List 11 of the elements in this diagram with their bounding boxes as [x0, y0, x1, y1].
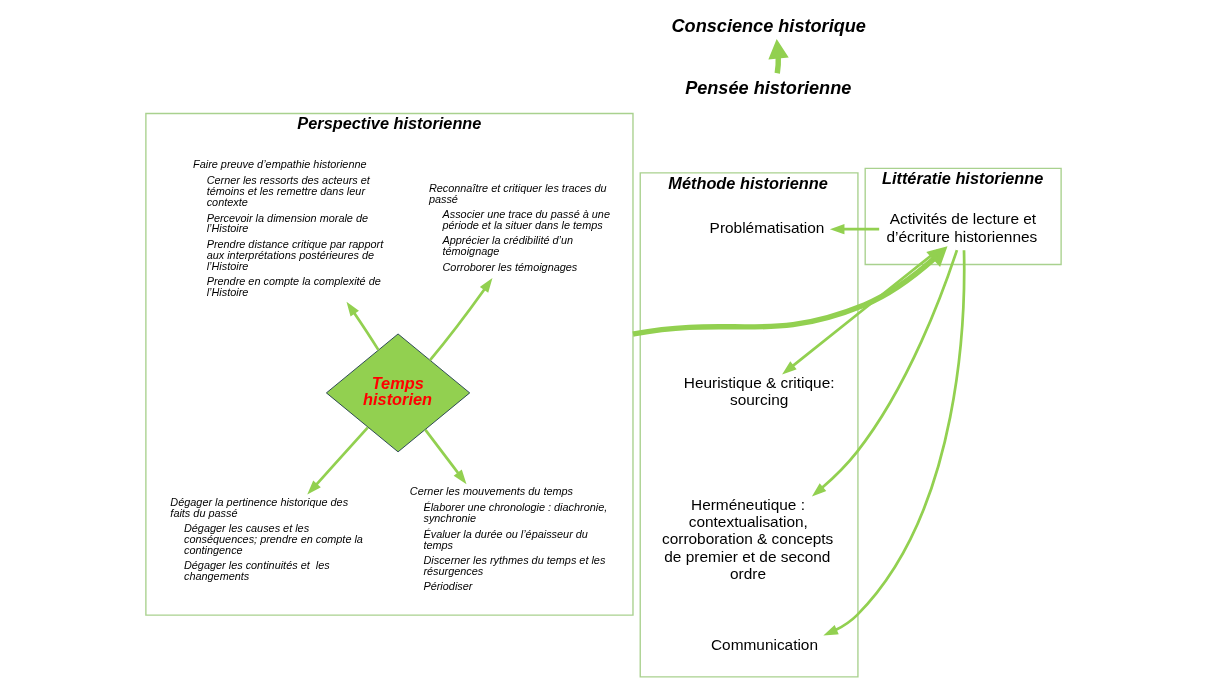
node-text: Activités de lecture et d’écriture historiennes	[886, 210, 1038, 245]
node-text: Communication	[710, 635, 819, 653]
node-text: Reconnaître et critiquer les traces du passé Associer une trace du passé à une période et la situer dans le temps Apprécier la crédibilité d’un témoignage Corroborer les témoignages	[428, 181, 610, 273]
node-text: Cerner les mouvements du temps Élaborer une chronologie : diachronie, synchronie Évaluer la durée ou l’épaisseur du temps Discerner les rythmes du temps et les résurgences Périodiser	[409, 485, 608, 593]
node-text: Dégager la pertinence historique des faits du passé Dégager les causes et les conséquences; prendre en compte la contingence Dégager les continuités et les changements	[170, 495, 363, 583]
node-text: Problématisation	[709, 218, 825, 236]
node-text: Conscience historique	[671, 15, 866, 36]
node-text: Heuristique & critique: sourcing	[683, 374, 835, 409]
node-text: Faire preuve d’empathie historienne Cerner les ressorts des acteurs et témoins et les remettre dans leur contexte Percevoir la dimension morale de l’Histoire Prendre distance critique par rapport aux interprétations postérieures de l’Histoire Prendre en compte la complexité de l’Histoire	[193, 158, 384, 298]
node-text: Herméneutique : contextualisation, corroboration & concepts de premier et de second ordre	[662, 496, 834, 582]
node-text: Pensée historienne	[685, 77, 852, 98]
